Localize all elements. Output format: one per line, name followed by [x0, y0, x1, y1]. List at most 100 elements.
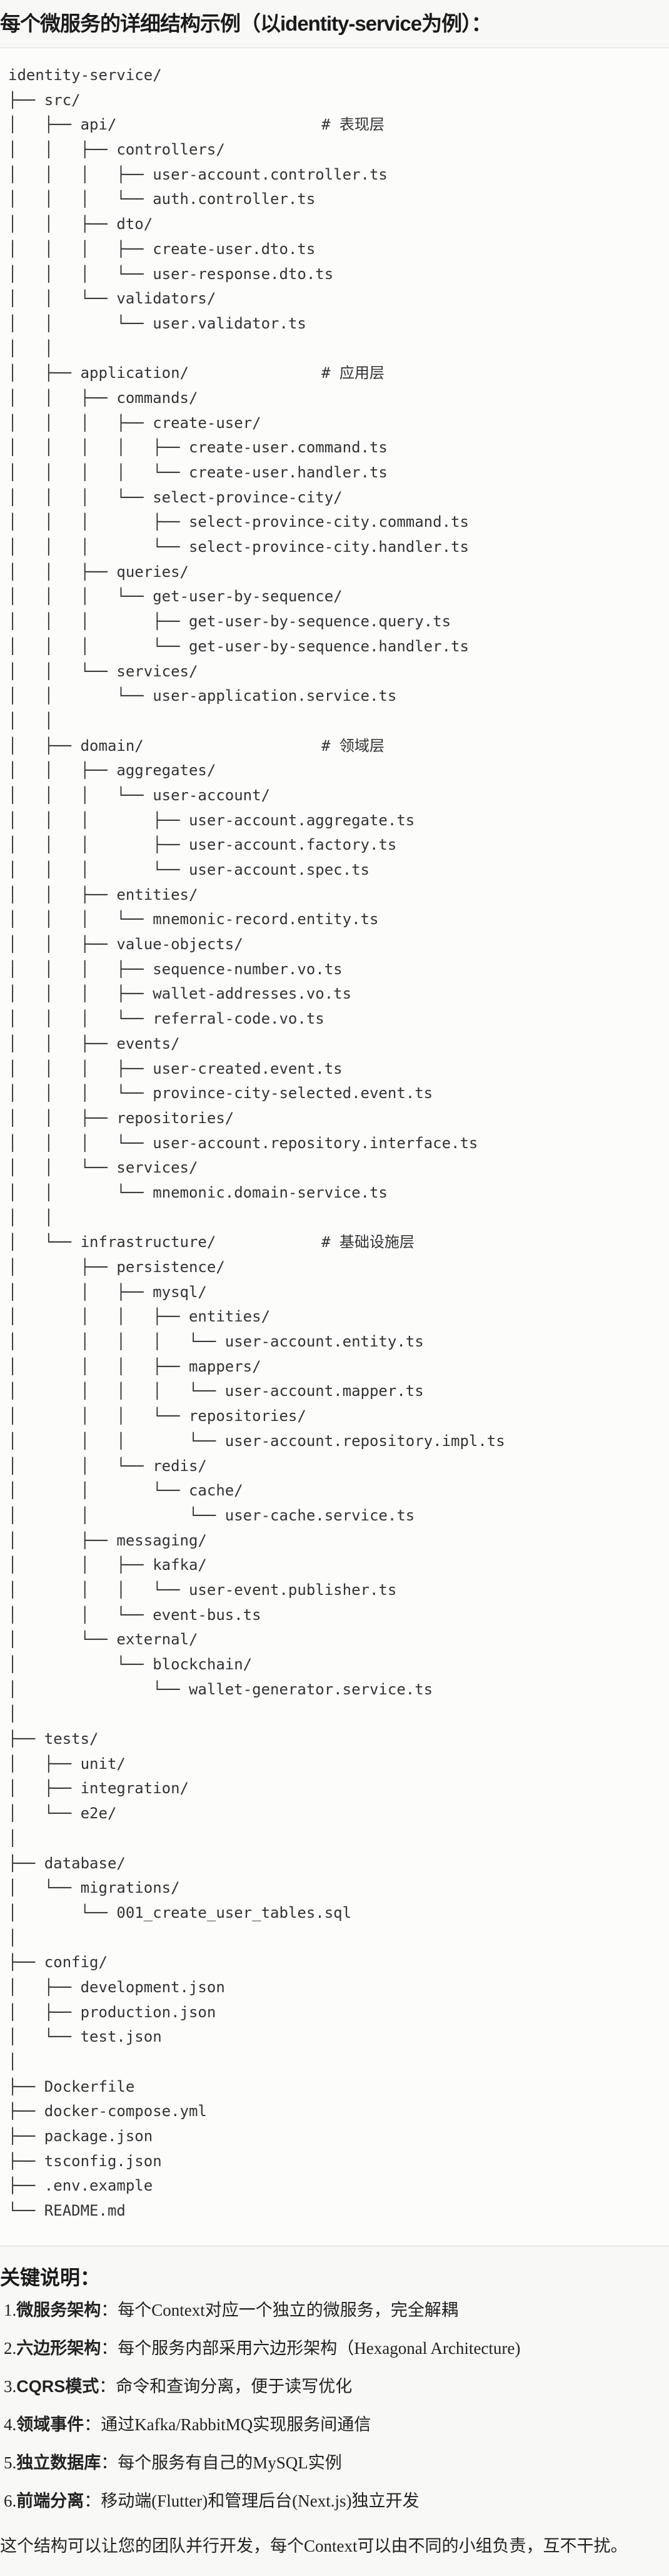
- tree-entry: │ │ │ └── mnemonic-record.entity.ts: [0, 907, 669, 932]
- file-name: select-province-city.command.ts: [188, 513, 469, 531]
- directory-tree-code-block: identity-service/├── src/│ ├── api/# 表现层…: [0, 48, 669, 2246]
- file-name: mnemonic-record.entity.ts: [153, 910, 379, 929]
- file-name: test.json: [80, 2028, 162, 2046]
- folder-name: infrastructure/: [80, 1233, 216, 1251]
- tree-entry: ├── config/: [0, 1950, 669, 1975]
- file-name: README.md: [44, 2202, 126, 2220]
- folder-name: validators/: [116, 290, 216, 308]
- note-text: ：移动端(Flutter)和管理后台(Next.js)独立开发: [84, 2492, 420, 2510]
- tree-entry: │ │ └── user.validator.ts: [0, 312, 669, 337]
- tree-connector: │: [8, 1705, 18, 1723]
- tree-connector: │ │ │ ├──: [8, 240, 153, 258]
- tree-entry: │ │ │ │ └── user-account.entity.ts: [0, 1330, 669, 1355]
- tree-connector: │ │ │ │ └──: [8, 1382, 225, 1400]
- tree-entry: │ ├── api/# 表现层: [0, 113, 669, 138]
- file-name: user-account.entity.ts: [224, 1333, 424, 1351]
- tree-connector: │ │ │ ├──: [8, 985, 153, 1003]
- tree-connector: ├──: [8, 91, 44, 109]
- tree-connector: │ │: [8, 711, 54, 730]
- tree-connector: │ └──: [8, 1233, 81, 1251]
- tree-entry: │ └── 001_create_user_tables.sql: [0, 1901, 669, 1926]
- tree-connector: │ │ │ └──: [8, 538, 189, 556]
- tree-entry: ├── tsconfig.json: [0, 2149, 669, 2174]
- tree-connector: │ │ ├──: [8, 215, 117, 233]
- file-name: create-user.dto.ts: [153, 240, 316, 258]
- folder-name: mysql/: [153, 1283, 207, 1301]
- file-name: province-city-selected.event.ts: [153, 1084, 433, 1102]
- tree-connector: ├──: [8, 2127, 44, 2146]
- note-number: 5.: [4, 2453, 17, 2472]
- tree-connector: │ │ │ └──: [8, 1581, 189, 1599]
- tree-entry: │ │ ├── entities/: [0, 883, 669, 908]
- tree-connector: │ │ │ └──: [8, 1084, 153, 1102]
- tree-entry: │ │ │ ├── select-province-city.command.t…: [0, 510, 669, 535]
- file-name: get-user-by-sequence.query.ts: [188, 613, 451, 631]
- tree-connector: │ │ │ ├──: [8, 836, 189, 854]
- tree-spacer-line: │: [0, 1702, 669, 1727]
- tree-entry: │ ├── development.json: [0, 1975, 669, 2000]
- tree-entry: ├── .env.example: [0, 2174, 669, 2199]
- folder-name: services/: [116, 1159, 198, 1177]
- tree-entry: │ │ ├── aggregates/: [0, 758, 669, 783]
- tree-entry: │ │ │ └── get-user-by-sequence/: [0, 584, 669, 609]
- folder-name: services/: [116, 662, 198, 680]
- file-name: 001_create_user_tables.sql: [116, 1903, 352, 1922]
- file-name: user-account.factory.ts: [188, 836, 397, 854]
- tree-entry: │ │ │ └── select-province-city/: [0, 486, 669, 511]
- file-name: user-application.service.ts: [153, 687, 397, 705]
- tree-entry: │ │ │ ├── entities/: [0, 1305, 669, 1330]
- note-label: 微服务架构: [16, 2301, 101, 2319]
- tree-spacer-line: │: [0, 1926, 669, 1951]
- tree-entry: ├── database/: [0, 1851, 669, 1876]
- layer-comment: # 领域层: [321, 736, 385, 755]
- tree-connector: │ │ ├──: [8, 563, 117, 581]
- tree-connector: │ │ └──: [8, 1482, 189, 1500]
- folder-name: blockchain/: [153, 1656, 253, 1673]
- tree-connector: ├──: [8, 1730, 44, 1748]
- file-name: user-account.spec.ts: [188, 861, 370, 878]
- file-name: user-account.repository.interface.ts: [153, 1134, 478, 1152]
- tree-entry: │ │ │ │ └── user-account.mapper.ts: [0, 1379, 669, 1404]
- tree-connector: │ │ └──: [8, 662, 117, 680]
- note-text: ：每个服务有自己的MySQL实例: [101, 2453, 342, 2472]
- note-number: 2.: [4, 2339, 17, 2358]
- tree-connector: │ └──: [8, 2028, 81, 2046]
- tree-entry: │ │ │ ├── wallet-addresses.vo.ts: [0, 982, 669, 1007]
- layer-comment: # 基础设施层: [321, 1233, 415, 1251]
- tree-connector: ├──: [8, 2102, 44, 2120]
- tree-connector: │ └──: [8, 1680, 189, 1698]
- file-name: mnemonic.domain-service.ts: [153, 1183, 388, 1201]
- tree-connector: │ │ │ └──: [8, 488, 153, 506]
- tree-connector: │ ├──: [8, 1754, 81, 1773]
- tree-entry: │ ├── persistence/: [0, 1255, 669, 1280]
- file-name: user-account.repository.impl.ts: [224, 1432, 505, 1450]
- tree-connector: │ │ ├──: [8, 141, 117, 159]
- file-name: tsconfig.json: [44, 2152, 162, 2170]
- tree-entry: │ └── test.json: [0, 2025, 669, 2050]
- folder-name: select-province-city/: [153, 488, 343, 506]
- key-note-item: 2.六边形架构：每个服务内部采用六边形架构（Hexagonal Architec…: [0, 2329, 520, 2368]
- tree-entry: ├── docker-compose.yml: [0, 2099, 669, 2124]
- tree-connector: │ ├──: [8, 1531, 117, 1549]
- tree-entry: │ │ ├── controllers/: [0, 138, 669, 163]
- key-note-item: 3.CQRS模式：命令和查询分离，便于读写优化: [0, 2368, 520, 2406]
- tree-connector: │ │ │ ├──: [8, 1357, 189, 1375]
- folder-name: persistence/: [116, 1258, 225, 1276]
- note-label: 独立数据库: [16, 2453, 101, 2472]
- tree-entry: │ │ │ └── user-account.repository.impl.t…: [0, 1429, 669, 1454]
- tree-entry: identity-service/: [0, 63, 669, 88]
- tree-entry: │ ├── application/# 应用层: [0, 361, 669, 386]
- tree-connector: │ │ │ └──: [8, 1010, 153, 1028]
- summary-paragraph: 这个结构可以让您的团队并行开发，每个Context可以由不同的小组负责，互不干扰…: [0, 2537, 628, 2555]
- file-name: user-account.mapper.ts: [224, 1382, 424, 1400]
- tree-entry: │ │ │ └── auth.controller.ts: [0, 187, 669, 212]
- tree-entry: │ │ │ ├── create-user/: [0, 411, 669, 436]
- tree-connector: │ │ │ ├──: [8, 165, 153, 183]
- file-name: referral-code.vo.ts: [153, 1010, 324, 1028]
- tree-connector: ├──: [8, 2177, 44, 2195]
- folder-name: kafka/: [153, 1556, 207, 1574]
- tree-spacer-line: │ │: [0, 1206, 669, 1231]
- tree-connector: │ │ │ └──: [8, 910, 153, 929]
- tree-entry: │ │ ├── events/: [0, 1032, 669, 1057]
- tree-connector: ├──: [8, 1953, 44, 1972]
